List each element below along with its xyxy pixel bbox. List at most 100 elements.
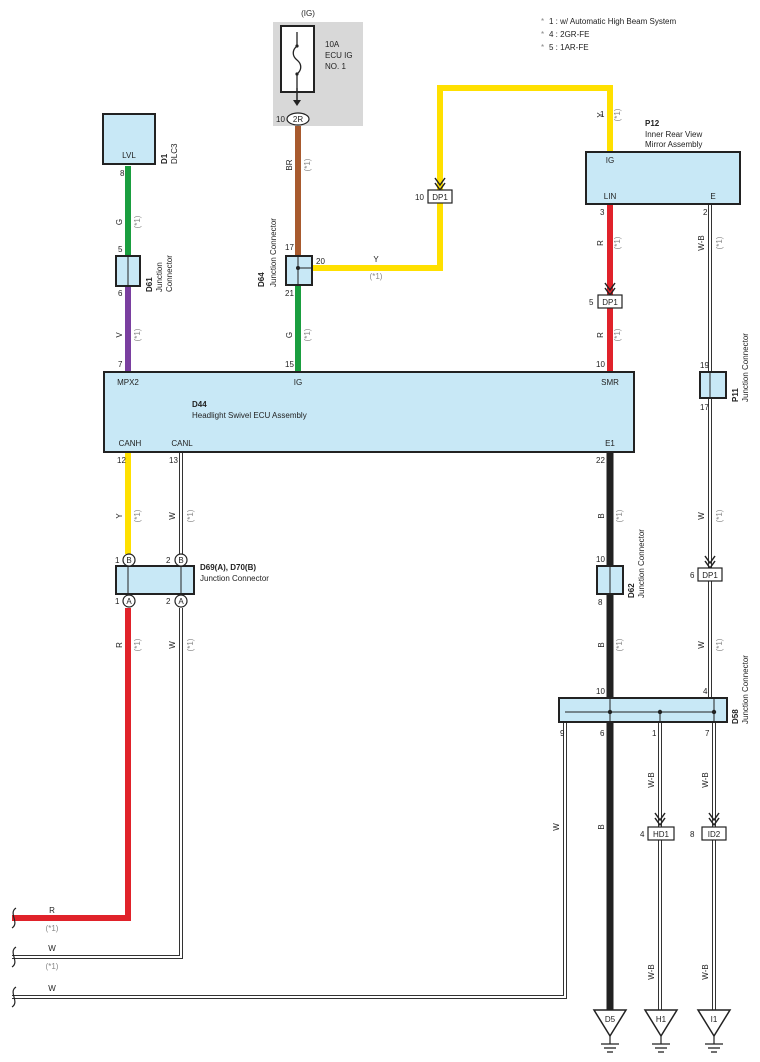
svg-text:(*1): (*1) (370, 272, 383, 281)
svg-text:(*1): (*1) (613, 328, 622, 341)
svg-text:(*1): (*1) (186, 638, 195, 651)
d64-junction-connector: 17 21 20 D64 Junction Connector 15 (257, 218, 325, 369)
wire-white-to-left (12, 608, 183, 959)
svg-text:W: W (168, 512, 177, 520)
legend-note-5: 5 : 1AR-FE (549, 43, 589, 52)
svg-text:(*1): (*1) (46, 962, 59, 971)
dp1-connector-right: DP1 6 (690, 555, 723, 582)
svg-text:W: W (697, 512, 706, 520)
svg-text:G: G (115, 219, 124, 225)
svg-text:W-B: W-B (697, 235, 706, 250)
svg-text:G: G (285, 332, 294, 338)
svg-text:2: 2 (703, 208, 708, 217)
svg-text:12: 12 (117, 456, 126, 465)
fuse-ecu-ig-no1: (IG) 10A ECU IG NO. 1 2R 10 (273, 9, 363, 126)
svg-text:ID2: ID2 (708, 830, 721, 839)
svg-text:SMR: SMR (601, 378, 619, 387)
svg-text:*: * (541, 43, 544, 52)
svg-text:22: 22 (596, 456, 605, 465)
svg-text:(*1): (*1) (186, 509, 195, 522)
svg-text:(*1): (*1) (133, 215, 142, 228)
svg-text:D5: D5 (605, 1015, 616, 1024)
fuse-supply-label: (IG) (301, 9, 315, 18)
svg-text:P12: P12 (645, 119, 660, 128)
svg-text:Junction Connector: Junction Connector (200, 574, 269, 583)
d44-headlight-swivel-ecu: MPX2 IG SMR D44 Headlight Swivel ECU Ass… (103, 371, 635, 465)
svg-text:DP1: DP1 (702, 571, 718, 580)
svg-text:Junction: Junction (155, 262, 164, 292)
svg-text:(*1): (*1) (615, 509, 624, 522)
svg-text:Connector: Connector (165, 255, 174, 292)
svg-text:Inner Rear View: Inner Rear View (645, 130, 702, 139)
svg-text:9: 9 (560, 729, 565, 738)
svg-text:6: 6 (690, 571, 695, 580)
svg-text:Headlight Swivel ECU Assembly: Headlight Swivel ECU Assembly (192, 411, 307, 420)
svg-text:19: 19 (700, 361, 709, 370)
svg-text:BR: BR (285, 159, 294, 170)
svg-text:20: 20 (316, 257, 325, 266)
p12-inner-rear-view-mirror: P12 Inner Rear View Mirror Assembly 1 IG… (585, 110, 741, 369)
svg-text:Junction Connector: Junction Connector (637, 529, 646, 598)
svg-text:IG: IG (606, 156, 614, 165)
svg-text:A: A (178, 597, 184, 606)
svg-text:W: W (697, 641, 706, 649)
svg-text:V: V (115, 332, 124, 338)
wire-yellow-d64-p12 (312, 85, 613, 271)
svg-text:(*1): (*1) (715, 509, 724, 522)
svg-text:I1: I1 (711, 1015, 718, 1024)
svg-text:E: E (710, 192, 715, 201)
svg-text:D58: D58 (731, 709, 740, 724)
svg-text:15: 15 (285, 360, 294, 369)
svg-text:17: 17 (700, 403, 709, 412)
svg-text:MPX2: MPX2 (117, 378, 139, 387)
svg-text:2: 2 (166, 556, 171, 565)
svg-text:17: 17 (285, 243, 294, 252)
svg-text:1: 1 (600, 110, 605, 119)
svg-text:HD1: HD1 (653, 830, 670, 839)
svg-text:P11: P11 (731, 388, 740, 402)
svg-text:(*1): (*1) (133, 328, 142, 341)
svg-text:(*1): (*1) (46, 924, 59, 933)
svg-text:B: B (178, 556, 183, 565)
svg-text:1: 1 (652, 729, 657, 738)
svg-text:(*1): (*1) (715, 638, 724, 651)
svg-text:8: 8 (120, 169, 125, 178)
svg-text:10: 10 (596, 555, 605, 564)
svg-text:DP1: DP1 (602, 298, 618, 307)
fuse-name-number: NO. 1 (325, 62, 346, 71)
svg-text:(*1): (*1) (133, 509, 142, 522)
svg-text:13: 13 (169, 456, 178, 465)
svg-text:D1: D1 (160, 153, 169, 164)
d69-d70-junction-connector: B B A A 1 2 1 2 D69(A), D70(B) Junction … (115, 553, 269, 608)
svg-text:D69(A), D70(B): D69(A), D70(B) (200, 563, 256, 572)
svg-text:A: A (126, 597, 132, 606)
svg-text:H1: H1 (656, 1015, 667, 1024)
d61-junction-connector: 5 6 D61 Junction Connector 7 (115, 245, 174, 369)
svg-text:(*1): (*1) (133, 638, 142, 651)
svg-text:Junction Connector: Junction Connector (741, 655, 750, 724)
fuse-connector-2R: 2R (293, 115, 303, 124)
svg-text:CANH: CANH (119, 439, 142, 448)
svg-text:LIN: LIN (604, 192, 617, 201)
svg-text:21: 21 (285, 289, 294, 298)
svg-text:4: 4 (640, 830, 645, 839)
svg-text:B: B (597, 642, 606, 647)
svg-text:5: 5 (118, 245, 123, 254)
svg-text:W: W (552, 823, 561, 831)
svg-text:(*1): (*1) (613, 108, 622, 121)
svg-text:W: W (48, 984, 56, 993)
svg-text:4: 4 (703, 687, 708, 696)
svg-text:Y: Y (115, 513, 124, 519)
svg-text:W: W (168, 641, 177, 649)
svg-text:IG: IG (294, 378, 302, 387)
svg-text:DLC3: DLC3 (170, 143, 179, 164)
fuse-name: ECU IG (325, 51, 353, 60)
dp1-connector-top: DP1 10 (415, 177, 453, 204)
svg-text:D62: D62 (627, 583, 636, 598)
svg-text:B: B (126, 556, 131, 565)
svg-text:10: 10 (596, 360, 605, 369)
svg-text:W-B: W-B (647, 772, 656, 787)
svg-text:Mirror Assembly: Mirror Assembly (645, 140, 702, 149)
svg-text:(*1): (*1) (715, 236, 724, 249)
